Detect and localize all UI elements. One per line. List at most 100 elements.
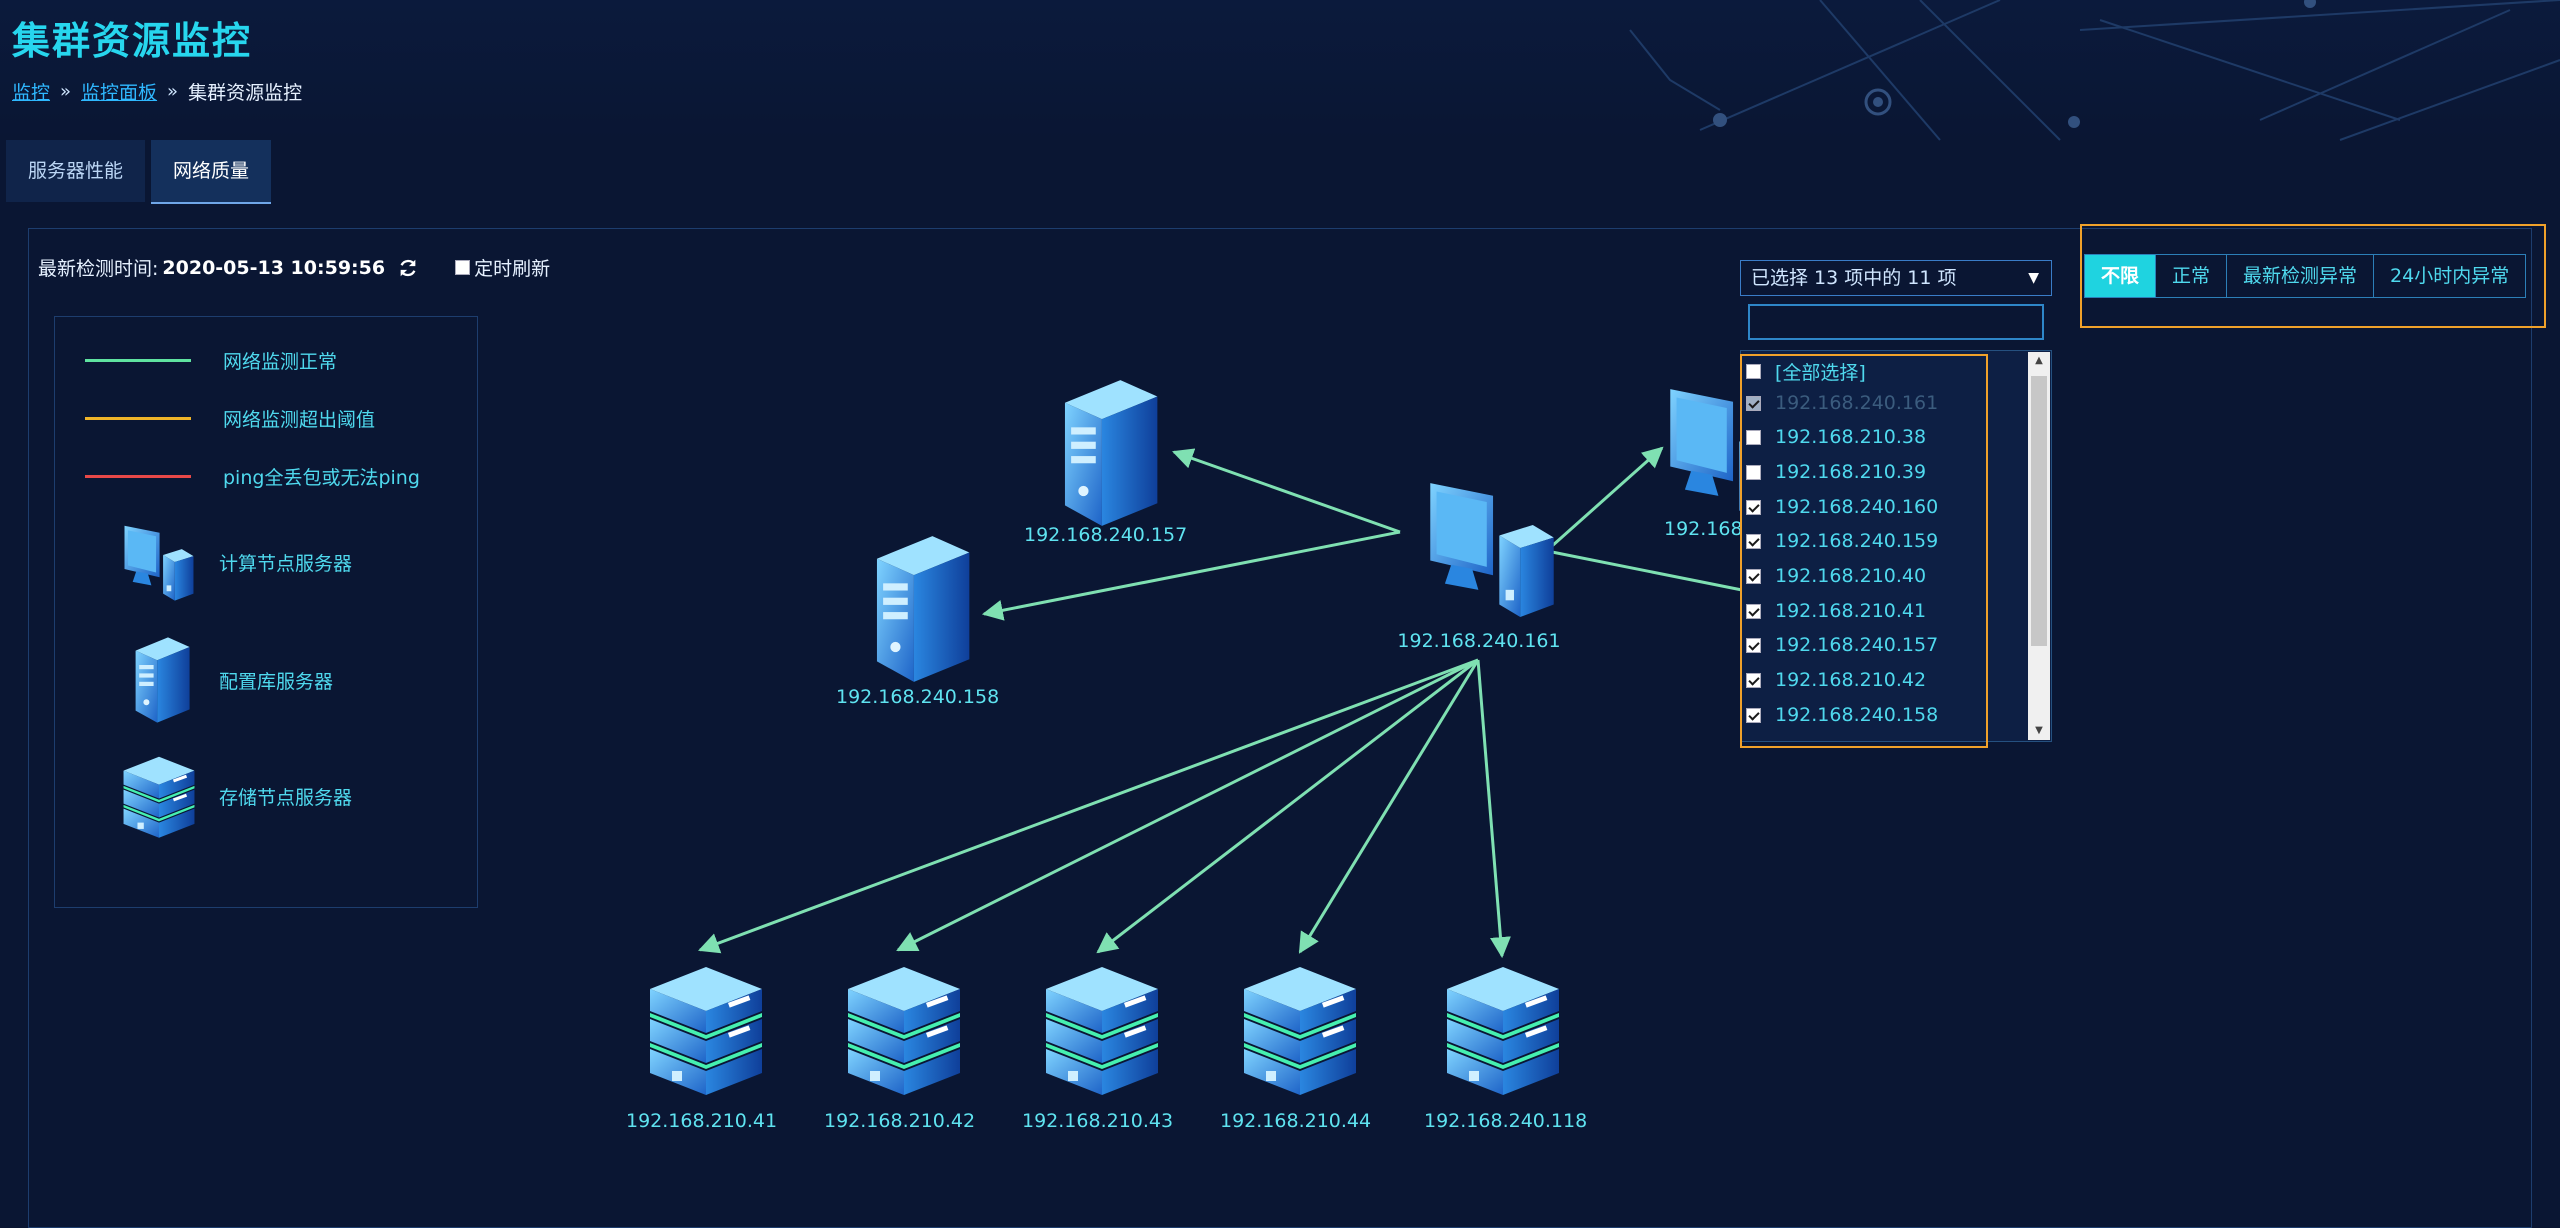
option-checkbox[interactable]	[1746, 533, 1761, 549]
node-192-168-240-160[interactable]: 192.168.240.160	[1664, 376, 1827, 540]
scroll-up-icon[interactable]: ▲	[2035, 355, 2043, 366]
node-label: 192.168.240.160	[1664, 518, 1827, 540]
legend-line-threshold	[85, 417, 191, 420]
option-192-168-240-159[interactable]: 192.168.240.159	[1746, 530, 1938, 552]
tab-network-quality[interactable]: 网络质量	[151, 140, 272, 204]
storage-node-icon	[844, 958, 964, 1100]
node-192-168-210-43[interactable]: 192.168.210.43	[1022, 958, 1173, 1132]
node-label: 192.168.210.43	[1022, 1110, 1174, 1132]
option-label: 192.168.240.157	[1775, 634, 1939, 656]
option-label: 192.168.210.41	[1775, 600, 1927, 622]
last-check-label: 最新检测时间:	[38, 258, 159, 280]
refresh-icon[interactable]	[397, 257, 419, 279]
auto-refresh-checkbox[interactable]	[455, 260, 471, 275]
caret-down-icon: ▼	[2028, 270, 2039, 286]
legend-item-threshold: 网络监测超出阈值	[55, 405, 375, 432]
tab-server-performance[interactable]: 服务器性能	[6, 140, 146, 202]
status-filter-highlight-frame	[2080, 224, 2546, 328]
node-192-168-210-42[interactable]: 192.168.210.42	[824, 958, 975, 1132]
option-label: [全部选择]	[1775, 362, 1866, 384]
node-192-168-240-118[interactable]: 192.168.240.118	[1424, 958, 1587, 1132]
option-label: 192.168.210.40	[1775, 565, 1927, 587]
legend-line-unreachable	[85, 475, 191, 478]
config-db-server-icon	[1047, 376, 1163, 530]
node-label: 192.168.240.161	[1397, 630, 1561, 652]
option-192-168-240-158[interactable]: 192.168.240.158	[1746, 704, 1938, 726]
header-bar: 集群资源监控 监控 » 监控面板 » 集群资源监控	[0, 0, 2560, 141]
option-checkbox[interactable]	[1746, 364, 1761, 379]
option-select-all[interactable]: [全部选择]	[1746, 358, 1866, 385]
options-scrollbar[interactable]: ▲ ▼	[2028, 352, 2050, 740]
node-192-168-240-157[interactable]: 192.168.240.157	[1024, 376, 1187, 546]
last-check-time: 2020-05-13 10:59:56	[162, 256, 386, 279]
compute-node-icon	[1424, 470, 1560, 626]
node-192-168-240-161[interactable]: 192.168.240.161	[1397, 470, 1570, 652]
node-192-168-210-41[interactable]: 192.168.210.41	[626, 958, 777, 1132]
auto-refresh-toggle[interactable]: 定时刷新	[455, 254, 550, 281]
legend-item-normal: 网络监测正常	[55, 347, 337, 374]
scrollbar-thumb[interactable]	[2031, 376, 2047, 646]
node-label: 192.168.240.157	[1024, 524, 1188, 546]
node-filter-input[interactable]	[1748, 304, 2044, 340]
circuit-decoration	[1629, 0, 2560, 141]
select-summary: 已选择 13 项中的 11 项	[1751, 267, 1957, 289]
storage-node-icon	[1042, 958, 1162, 1100]
legend-label: 网络监测超出阈值	[223, 409, 376, 431]
node-label: 192.168.240.158	[836, 686, 1000, 708]
legend-item-compute: 计算节点服务器	[55, 517, 352, 607]
storage-node-icon	[1443, 958, 1563, 1100]
option-192-168-210-40[interactable]: 192.168.210.40	[1746, 565, 1926, 587]
option-label: 192.168.240.159	[1775, 530, 1939, 552]
option-192-168-210-41[interactable]: 192.168.210.41	[1746, 600, 1926, 622]
legend-item-config: 配置库服务器	[55, 635, 333, 725]
storage-node-icon	[1240, 958, 1360, 1100]
option-label: 192.168.210.39	[1775, 461, 1927, 483]
option-192-168-240-157[interactable]: 192.168.240.157	[1746, 634, 1938, 656]
legend-line-normal	[85, 359, 191, 362]
legend-label: ping全丢包或无法ping	[223, 467, 420, 489]
status-filter-all[interactable]: 不限	[2085, 255, 2157, 297]
option-checkbox[interactable]	[1746, 637, 1761, 653]
node-label: 192.168.210.42	[824, 1110, 976, 1132]
storage-node-icon	[121, 751, 197, 841]
option-checkbox[interactable]	[1746, 429, 1761, 445]
breadcrumb-home-link[interactable]: 监控	[12, 82, 51, 104]
status-filter-normal[interactable]: 正常	[2156, 255, 2228, 297]
node-192-168-210-44[interactable]: 192.168.210.44	[1220, 958, 1371, 1132]
breadcrumb-current: 集群资源监控	[188, 82, 303, 104]
option-label: 192.168.210.38	[1775, 426, 1927, 448]
check-status-row: 最新检测时间: 2020-05-13 10:59:56 定时刷新	[38, 254, 550, 281]
option-checkbox[interactable]	[1746, 603, 1761, 619]
node-label: 192.168.210.41	[626, 1110, 778, 1132]
option-192-168-210-42[interactable]: 192.168.210.42	[1746, 669, 1926, 691]
option-192-168-210-39[interactable]: 192.168.210.39	[1746, 461, 1926, 483]
breadcrumb-separator-icon: »	[167, 81, 179, 102]
option-checkbox[interactable]	[1746, 568, 1761, 584]
option-label: 192.168.210.42	[1775, 669, 1927, 691]
config-db-server-icon	[859, 532, 975, 686]
node-192-168-240-158[interactable]: 192.168.240.158	[836, 532, 999, 708]
option-192-168-240-160[interactable]: 192.168.240.160	[1746, 496, 1938, 518]
node-select-dropdown[interactable]: 已选择 13 项中的 11 项 ▼	[1740, 260, 2052, 296]
option-checkbox[interactable]	[1746, 464, 1761, 480]
legend-item-unreachable: ping全丢包或无法ping	[55, 463, 420, 490]
breadcrumb-separator-icon: »	[60, 81, 72, 102]
legend-panel: 网络监测正常 网络监测超出阈值 ping全丢包或无法ping 计算节点服务器 配…	[54, 316, 478, 908]
status-filter-24h-abnormal[interactable]: 24小时内异常	[2374, 255, 2526, 297]
legend-label: 配置库服务器	[219, 670, 334, 693]
legend-label: 存储节点服务器	[219, 786, 353, 809]
node-label: 192.168.240.118	[1424, 1110, 1588, 1132]
storage-node-icon	[646, 958, 766, 1100]
option-label: 192.168.240.160	[1775, 496, 1939, 518]
option-checkbox[interactable]	[1746, 707, 1761, 723]
config-db-server-icon	[121, 635, 197, 725]
option-checkbox[interactable]	[1746, 499, 1761, 515]
scroll-down-icon[interactable]: ▼	[2035, 725, 2043, 736]
breadcrumb-dashboard-link[interactable]: 监控面板	[81, 82, 158, 104]
option-192-168-210-38[interactable]: 192.168.210.38	[1746, 426, 1926, 448]
option-checkbox[interactable]	[1746, 672, 1761, 688]
page-title: 集群资源监控	[12, 19, 253, 63]
option-label: 192.168.240.161	[1775, 392, 1939, 414]
status-filter-latest-abnormal[interactable]: 最新检测异常	[2227, 255, 2375, 297]
option-192-168-240-161: 192.168.240.161	[1746, 392, 1938, 414]
